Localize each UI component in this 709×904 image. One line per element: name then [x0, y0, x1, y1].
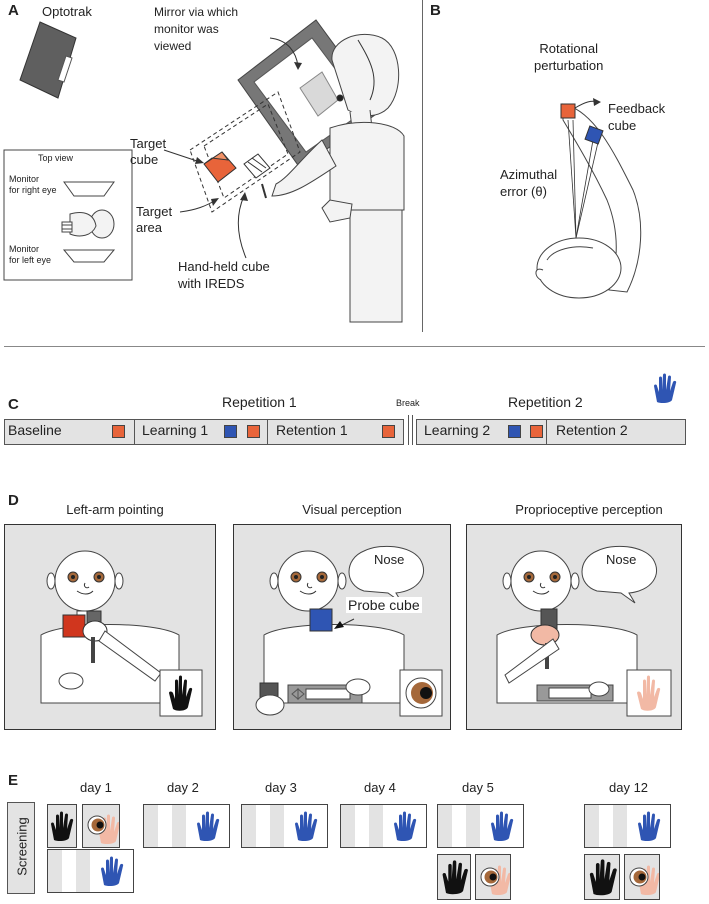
panel-d-left-arm — [4, 524, 216, 730]
repetition-2-label: Repetition 2 — [508, 394, 583, 410]
black-hand-icon — [51, 811, 74, 842]
azimuth-lines — [567, 119, 600, 239]
visual-perception-title: Visual perception — [302, 502, 402, 517]
phase-learning-2: Learning 2 — [424, 422, 491, 438]
phase-retention-1: Retention 1 — [276, 422, 348, 438]
proprioceptive-scene — [496, 545, 672, 717]
panel-e-label: E — [8, 772, 19, 789]
panel-d-visual — [233, 524, 451, 730]
phase-learning-1: Learning 1 — [142, 422, 209, 438]
blue-hand-icon — [638, 811, 661, 842]
eye-skin-box — [624, 854, 661, 900]
panel-b-label: B — [430, 2, 441, 19]
left-arm-pointing-title: Left-arm pointing — [66, 502, 164, 517]
panel-b-illustration — [535, 98, 642, 299]
screening-box: Screening — [7, 802, 35, 894]
target-swatch — [112, 425, 125, 438]
timeline-block-1 — [4, 419, 404, 445]
black-hand-icon — [442, 860, 468, 895]
day-3-label: day 3 — [265, 780, 297, 795]
panel-a-illustration — [3, 19, 405, 323]
black-hand-box — [584, 854, 620, 900]
eye-skin-box — [82, 804, 121, 848]
black-hand-box — [437, 854, 471, 900]
blue-hand-icon — [394, 811, 417, 842]
blue-hand-icon — [101, 856, 124, 887]
target-cube-b — [560, 103, 576, 119]
target-swatch — [247, 425, 260, 438]
probe-cube-label: Probe cube — [346, 597, 422, 613]
timeline-bar: Baseline Learning 1 Retention 1 Learning… — [4, 415, 686, 445]
day-5-label: day 5 — [462, 780, 494, 795]
day-2-label: day 2 — [167, 780, 199, 795]
day-1-label: day 1 — [80, 780, 112, 795]
panel-d-proprioceptive — [466, 524, 682, 730]
blue-hand-icon — [295, 811, 318, 842]
black-hand-box — [47, 804, 77, 848]
proprioceptive-perception-title: Proprioceptive perception — [515, 502, 663, 517]
skin-hand-icon — [637, 675, 661, 711]
feedback-swatch — [224, 425, 237, 438]
target-swatch — [530, 425, 543, 438]
eye-skin-icon — [480, 865, 512, 896]
feedback-swatch — [508, 425, 521, 438]
top-view-inset — [3, 149, 133, 281]
nose-bubble-visual: Nose — [374, 552, 405, 567]
day-4-label: day 4 — [364, 780, 396, 795]
panel-divider-horizontal — [4, 346, 705, 347]
eye-skin-box — [475, 854, 512, 900]
phase-retention-2: Retention 2 — [556, 422, 628, 438]
phase-baseline: Baseline — [8, 422, 62, 438]
target-swatch — [382, 425, 395, 438]
blue-hand-icon — [197, 811, 220, 842]
black-hand-icon — [589, 859, 617, 896]
top-view-person — [535, 103, 642, 299]
black-hand-icon — [169, 675, 193, 711]
repetition-1-label: Repetition 1 — [222, 394, 297, 410]
panel-c-label: C — [8, 396, 19, 413]
blue-hand-icon — [654, 373, 677, 404]
feedback-cube-b — [584, 125, 604, 145]
target-cube-icon — [203, 151, 237, 183]
session-box — [47, 849, 134, 893]
panel-divider-vertical — [422, 0, 423, 332]
panel-d-label: D — [8, 492, 19, 509]
blue-hand-icon — [491, 811, 514, 842]
break-label: Break — [396, 398, 420, 408]
person-figure — [271, 33, 405, 323]
optotrak-label: Optotrak — [42, 4, 92, 19]
rotation-arrow — [574, 98, 601, 109]
top-view-title: Top view — [38, 153, 74, 163]
optotrak-device-icon — [19, 21, 77, 99]
day-12-label: day 12 — [609, 780, 649, 795]
eye-icon — [405, 677, 437, 709]
nose-bubble-proprioceptive: Nose — [606, 552, 637, 567]
left-arm-scene — [40, 550, 203, 717]
handheld-cube-icon — [243, 153, 271, 199]
person-face — [336, 39, 375, 102]
session-box — [437, 804, 524, 848]
panel-a-label: A — [8, 2, 19, 19]
timeline-block-2 — [416, 419, 686, 445]
eye-skin-icon — [629, 865, 661, 896]
eye-skin-icon — [87, 814, 121, 845]
visual-scene — [255, 545, 443, 717]
